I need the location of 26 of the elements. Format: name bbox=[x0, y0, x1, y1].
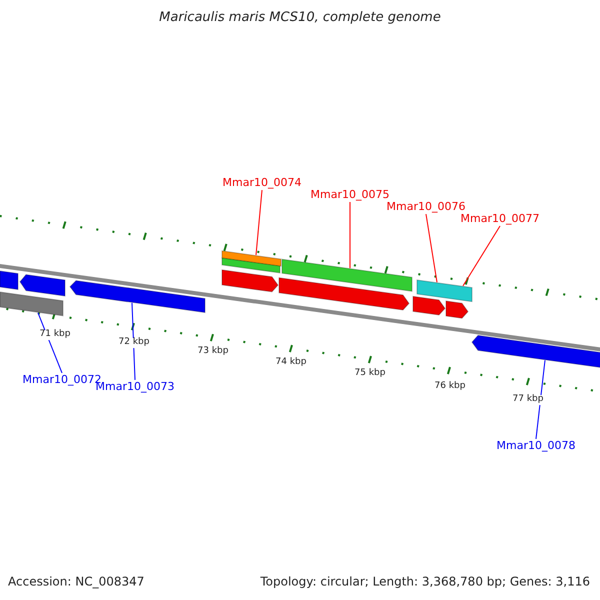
footer-text: Topology: circular; Length: 3,368,780 bp; Genes: 3,116 bbox=[260, 575, 590, 589]
leader-line bbox=[426, 214, 438, 283]
leader-line bbox=[462, 226, 500, 286]
feature-bar bbox=[416, 279, 472, 302]
scale-label: 72 kbp bbox=[116, 338, 152, 348]
gene-label: Mmar10_0077 bbox=[460, 212, 540, 226]
leader-line bbox=[132, 302, 136, 380]
gene-label: Mmar10_0074 bbox=[222, 176, 302, 190]
scale-label: 74 kbp bbox=[274, 358, 308, 368]
scale-label: 77 kbp bbox=[510, 395, 546, 405]
feature-bar bbox=[222, 250, 282, 267]
gene-feature bbox=[69, 280, 206, 314]
gene-label: Mmar10_0076 bbox=[386, 200, 466, 214]
scale-label: 76 kbp bbox=[432, 382, 468, 392]
footer-text: Accession: NC_008347 bbox=[8, 575, 144, 589]
gene-label: Mmar10_0075 bbox=[310, 188, 390, 202]
scale-label: 75 kbp bbox=[352, 369, 388, 379]
leader-line bbox=[256, 190, 262, 256]
leader-line bbox=[536, 360, 546, 440]
feature-bar bbox=[0, 291, 64, 316]
gene-label: Mmar10_0078 bbox=[496, 440, 576, 452]
scale-label: 73 kbp bbox=[196, 347, 230, 357]
gene-feature bbox=[471, 334, 600, 371]
scale-label: 71 kbp bbox=[38, 330, 72, 340]
title: Maricaulis maris MCS10, complete genome bbox=[159, 10, 441, 26]
feature-bar bbox=[282, 258, 412, 292]
